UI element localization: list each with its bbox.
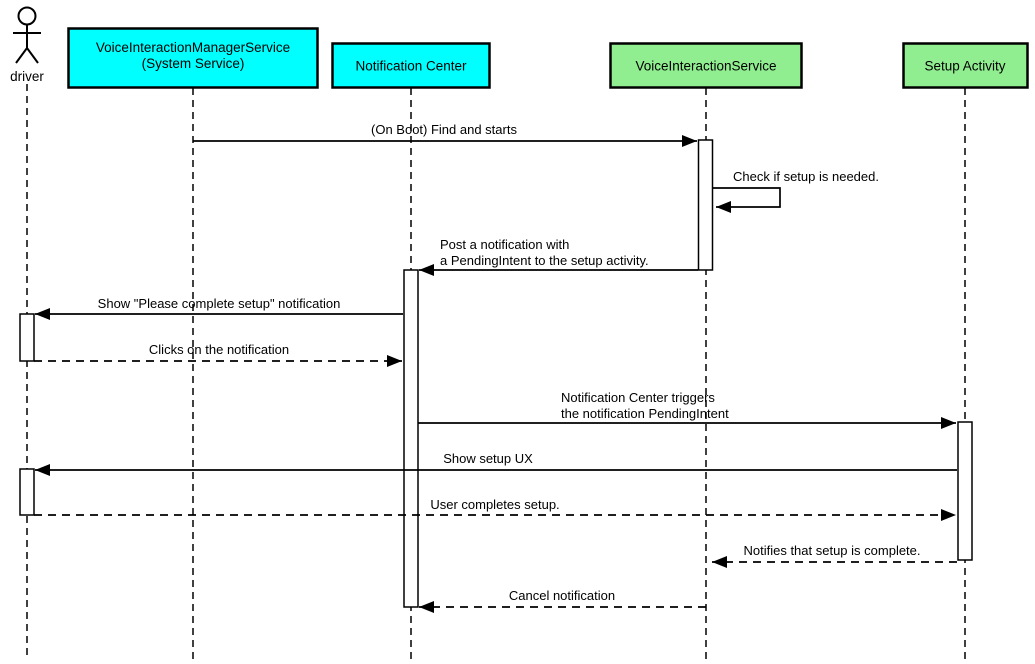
participant-label: Notification Center xyxy=(355,59,467,74)
activation-driver-1 xyxy=(19,313,35,362)
activation-voice-interaction-service xyxy=(697,139,714,271)
message-label: Check if setup is needed. xyxy=(733,169,879,184)
message-check-if-setup-is-needed: Check if setup is needed. xyxy=(712,169,879,213)
message-cancel-notification: Cancel notification xyxy=(419,588,706,613)
message-label: Clicks on the notification xyxy=(149,342,289,357)
message-show-setup-ux: Show setup UX xyxy=(35,451,957,476)
participant-label-line2: (System Service) xyxy=(142,56,245,71)
message-label: User completes setup. xyxy=(430,497,559,512)
participant-label: Setup Activity xyxy=(924,59,1005,74)
participant-label: VoiceInteractionService xyxy=(635,59,776,74)
message-self-arrow xyxy=(712,187,781,213)
message-label-line1: Notification Center triggers xyxy=(561,390,715,405)
message-notifies-setup-complete: Notifies that setup is complete. xyxy=(712,543,957,568)
actor-driver-label: driver xyxy=(10,69,44,84)
participant-setup-activity: Setup Activity xyxy=(902,42,1029,89)
activation-setup-activity xyxy=(957,421,973,561)
message-post-notification-pendingintent: Post a notification with a PendingIntent… xyxy=(419,237,698,276)
message-label: Notifies that setup is complete. xyxy=(743,543,920,558)
actor-driver: driver xyxy=(10,6,44,84)
message-label-line2: the notification PendingIntent xyxy=(561,406,729,421)
message-on-boot-find-and-starts: (On Boot) Find and starts xyxy=(193,122,697,147)
person-icon xyxy=(13,6,41,64)
message-label: Show "Please complete setup" notificatio… xyxy=(98,296,341,311)
activation-notification-center xyxy=(403,269,419,608)
message-label-line2: a PendingIntent to the setup activity. xyxy=(440,253,649,268)
message-clicks-on-the-notification: Clicks on the notification xyxy=(34,342,402,367)
message-label-line1: Post a notification with xyxy=(440,237,569,252)
activation-driver-2 xyxy=(19,468,35,516)
participant-label-line1: VoiceInteractionManagerService xyxy=(96,40,290,55)
message-label: Show setup UX xyxy=(443,451,533,466)
participant-notification-center: Notification Center xyxy=(331,42,491,89)
message-label: (On Boot) Find and starts xyxy=(371,122,517,137)
participant-voice-interaction-service: VoiceInteractionService xyxy=(609,42,803,89)
message-label: Cancel notification xyxy=(509,588,615,603)
message-user-completes-setup: User completes setup. xyxy=(34,497,956,521)
participant-voice-interaction-manager-service: VoiceInteractionManagerService (System S… xyxy=(67,27,319,89)
message-show-please-complete-setup-notification: Show "Please complete setup" notificatio… xyxy=(35,296,403,320)
message-notification-center-triggers-pendingintent: Notification Center triggers the notific… xyxy=(418,390,956,429)
